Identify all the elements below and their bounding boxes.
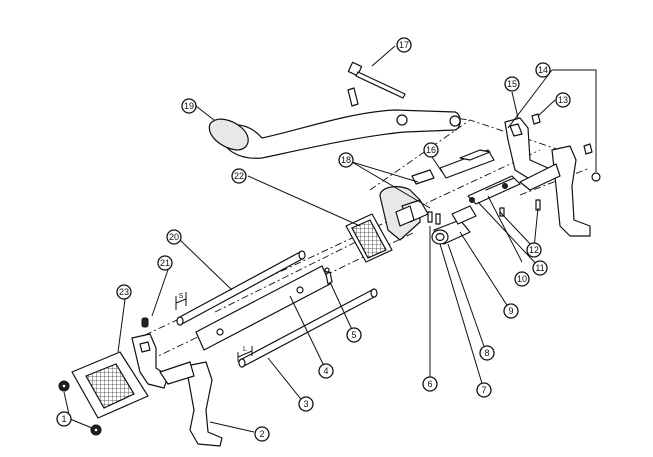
dim-l-label: L (243, 346, 247, 353)
leader-lines (63, 45, 597, 433)
spring (141, 317, 149, 328)
callout-9-label: 9 (508, 306, 513, 316)
callout-5-label: 5 (351, 330, 356, 340)
callout-8: 8 (479, 345, 495, 361)
callout-16-label: 16 (426, 145, 436, 155)
callout-21-label: 21 (160, 258, 170, 268)
left-leg (159, 361, 223, 447)
callout-6: 6 (422, 376, 438, 392)
callout-13: 13 (555, 92, 571, 108)
callout-3-label: 3 (303, 399, 308, 409)
dim-s-label: S (179, 293, 184, 300)
callout-23: 23 (116, 284, 132, 300)
callout-3: 3 (298, 396, 314, 412)
callout-14-label: 14 (538, 65, 548, 75)
callout-2-label: 2 (259, 429, 264, 439)
callout-22-label: 22 (234, 171, 244, 181)
callout-10-label: 10 (517, 274, 527, 284)
callout-15-label: 15 (507, 79, 517, 89)
callout-9: 9 (503, 303, 519, 319)
callout-20-label: 20 (169, 232, 179, 242)
callout-1-label: 1 (61, 414, 66, 424)
callout-23-label: 23 (119, 287, 129, 297)
callout-7-label: 7 (481, 385, 486, 395)
callout-18-label: 18 (341, 155, 351, 165)
right-leg (519, 145, 591, 237)
callout-17: 17 (396, 37, 412, 53)
pin-13 (531, 113, 541, 125)
dimension-l: L (237, 346, 253, 362)
callout-7: 7 (476, 382, 492, 398)
left-foot-pad (71, 351, 149, 419)
callout-16: 16 (423, 142, 439, 158)
bushing (431, 205, 477, 245)
callout-11-label: 11 (535, 263, 544, 273)
plate (195, 265, 331, 351)
shaft (176, 250, 306, 326)
callout-19-label: 19 (184, 101, 194, 111)
callout-4-label: 4 (323, 366, 328, 376)
callout-4: 4 (318, 363, 334, 379)
callout-11: 11 (532, 260, 548, 276)
linkage-plates (439, 149, 521, 205)
screws-5 (324, 267, 333, 285)
callout-5: 5 (346, 327, 362, 343)
callout-13-label: 13 (558, 95, 568, 105)
small-pin (347, 87, 359, 107)
callout-19: 19 (181, 98, 197, 114)
screws (427, 199, 541, 225)
nut-14 (583, 143, 601, 182)
callout-20: 20 (166, 229, 182, 245)
dimension-s: S (175, 292, 187, 310)
callout-6-label: 6 (427, 379, 432, 389)
callout-14: 14 (535, 62, 551, 78)
callout-21: 21 (157, 255, 173, 271)
callout-10: 10 (514, 271, 530, 287)
callout-15: 15 (504, 76, 520, 92)
callout-12: 12 (526, 242, 542, 258)
callout-22: 22 (231, 168, 247, 184)
callout-2: 2 (254, 426, 270, 442)
callout-8-label: 8 (484, 348, 489, 358)
pedal-lever (208, 109, 461, 159)
tread-pad (345, 213, 393, 263)
callout-1: 1 (56, 411, 72, 427)
pivot-block (379, 169, 435, 241)
long-bolt (347, 61, 406, 99)
nuts (58, 380, 102, 436)
callout-18: 18 (338, 152, 354, 168)
callout-12-label: 12 (529, 245, 539, 255)
callout-17-label: 17 (399, 40, 409, 50)
